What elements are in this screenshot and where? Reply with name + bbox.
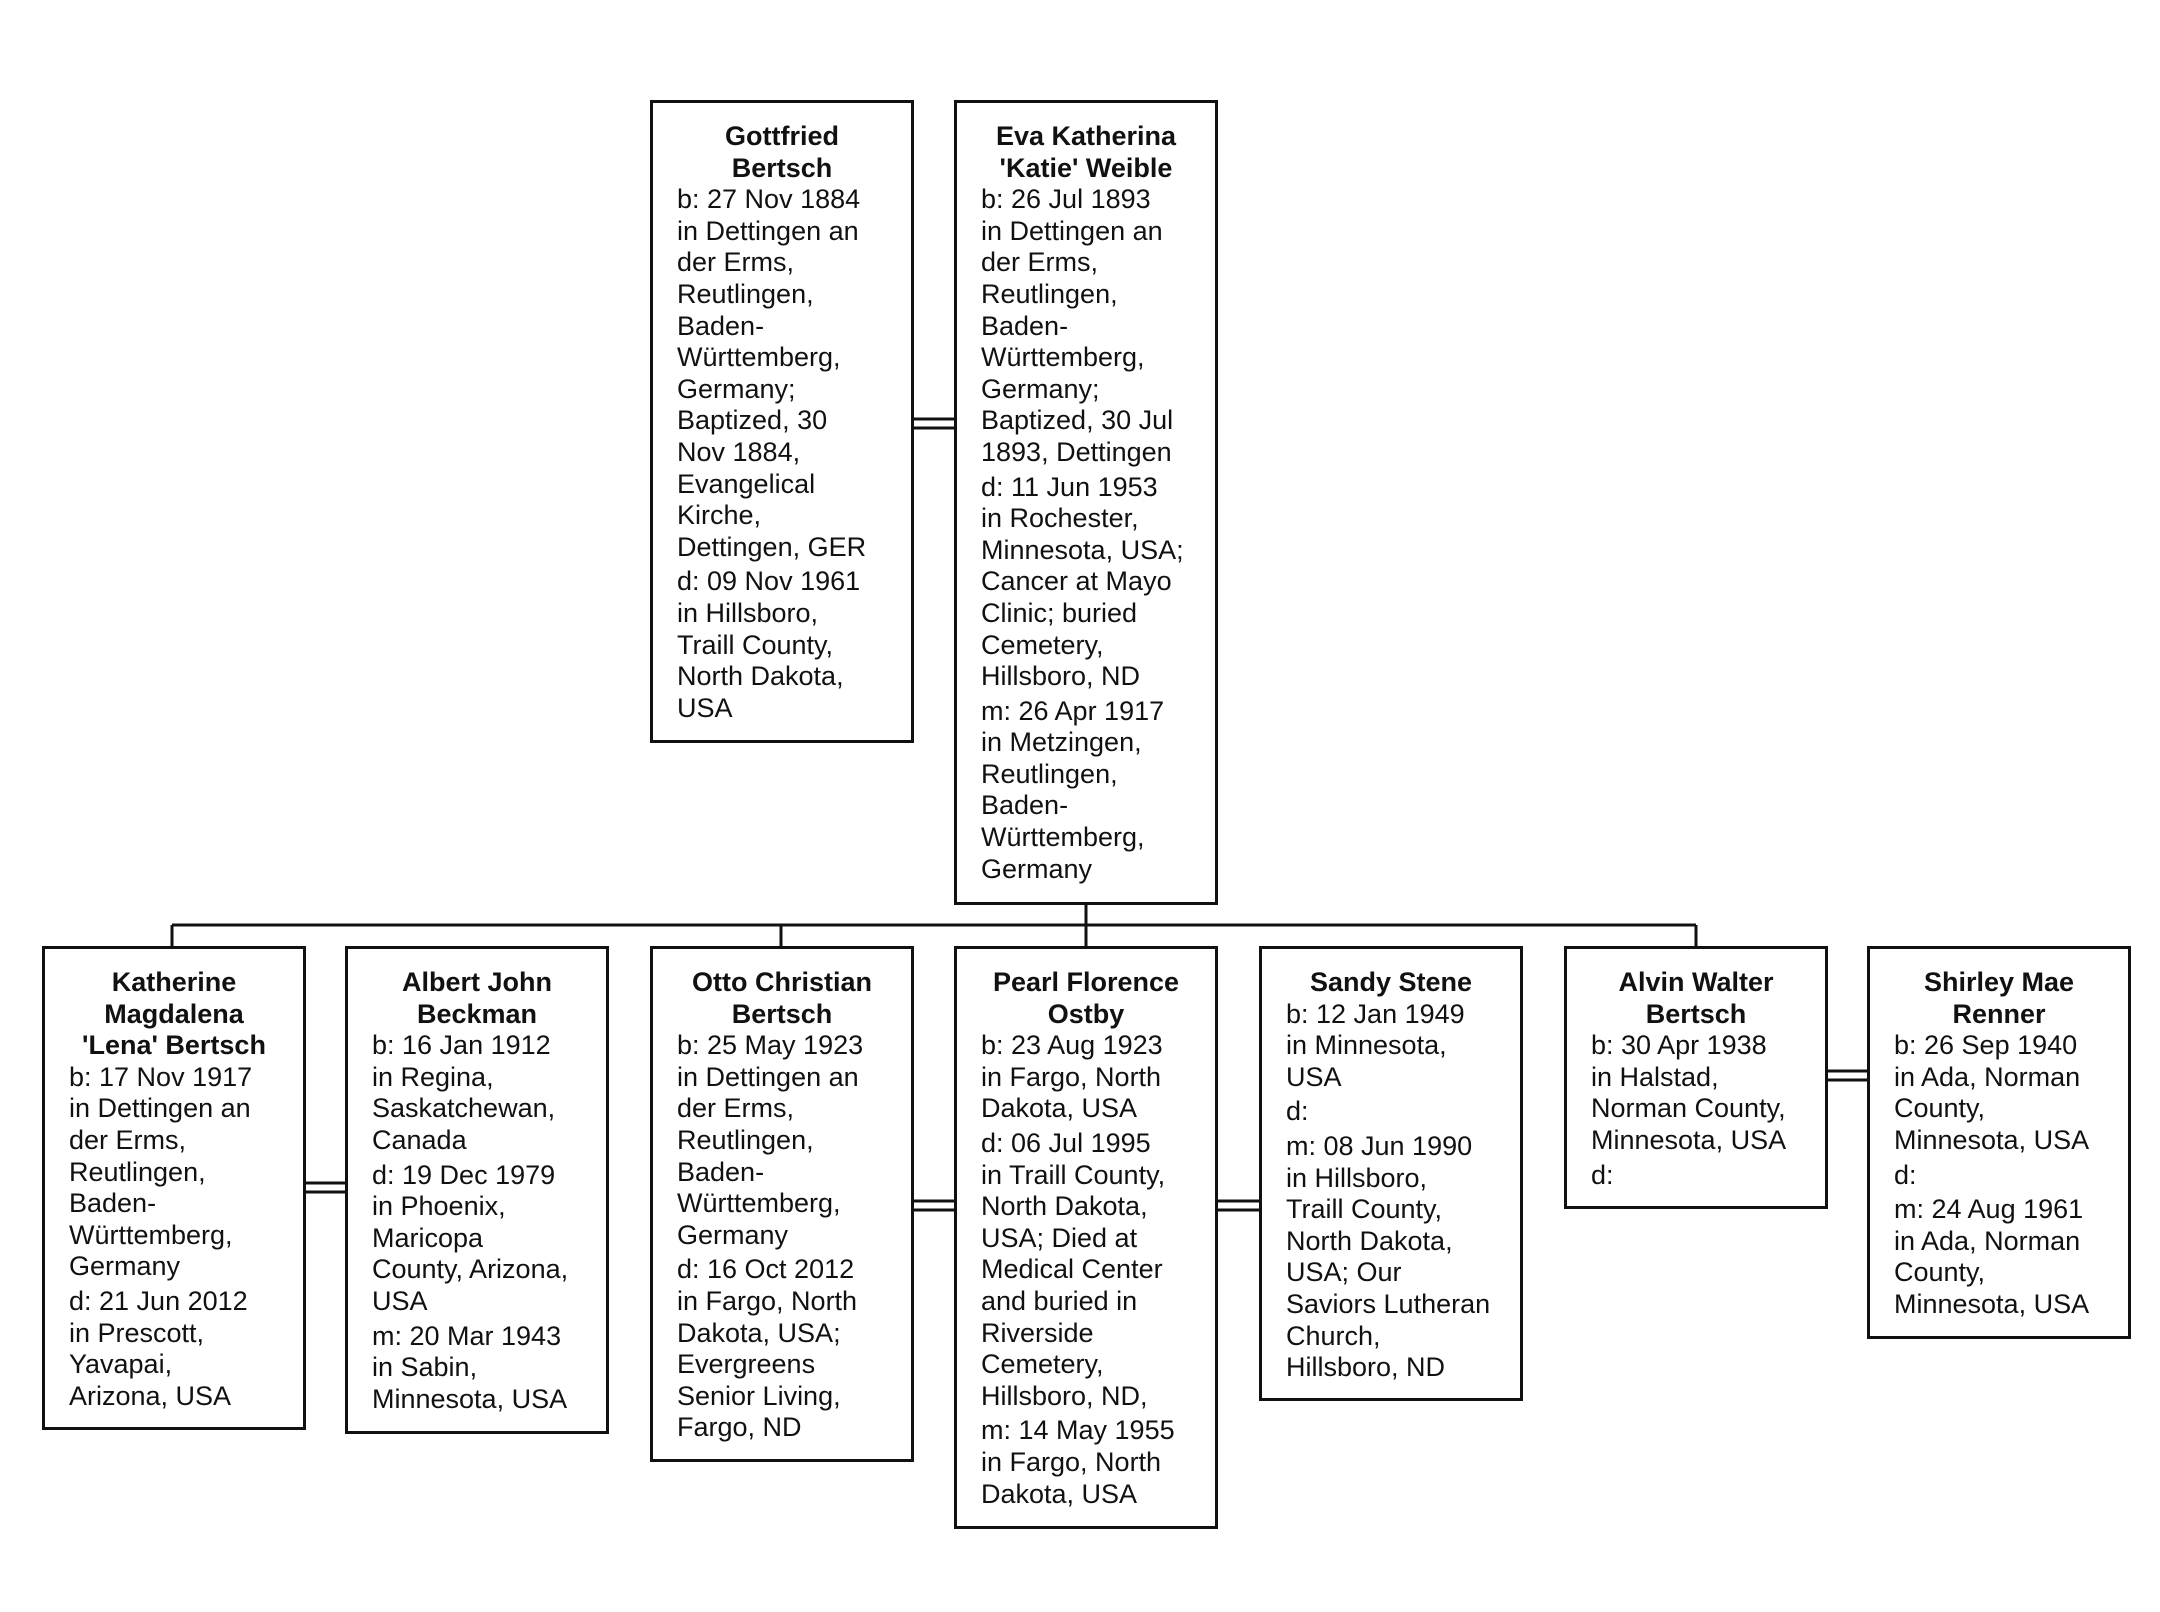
person-name: Gottfried Bertsch bbox=[725, 121, 839, 183]
person-fact: b: 16 Jan 1912 in Regina, Saskatchewan, … bbox=[372, 1030, 556, 1155]
person-fact: b: 30 Apr 1938 in Halstad, Norman County… bbox=[1591, 1030, 1787, 1155]
person-fact: d: bbox=[1286, 1096, 1309, 1127]
person-fact: d: 16 Oct 2012 in Fargo, North Dakota, U… bbox=[677, 1254, 858, 1443]
person-fact: m: 08 Jun 1990 in Hillsboro, Traill Coun… bbox=[1286, 1130, 1491, 1383]
person-fact: d: 09 Nov 1961 in Hillsboro, Traill Coun… bbox=[677, 566, 861, 723]
person-name: Pearl Florence Ostby bbox=[992, 967, 1180, 1029]
person-fact: d: 11 Jun 1953 in Rochester, Minnesota, … bbox=[981, 471, 1184, 692]
person-fact: m: 14 May 1955 in Fargo, North Dakota, U… bbox=[981, 1415, 1175, 1509]
person-fact: d: bbox=[1894, 1159, 1917, 1190]
person-name: Eva Katherina 'Katie' Weible bbox=[995, 121, 1177, 183]
person-fact: m: 26 Apr 1917 in Metzingen, Reutlingen,… bbox=[981, 695, 1165, 884]
person-fact: b: 26 Sep 1940 in Ada, Norman County, Mi… bbox=[1894, 1030, 2090, 1155]
person-fact: b: 25 May 1923 in Dettingen an der Erms,… bbox=[677, 1030, 864, 1250]
person-fact: d: 21 Jun 2012 in Prescott, Yavapai, Ari… bbox=[69, 1285, 248, 1411]
person-fact: b: 17 Nov 1917 in Dettingen an der Erms,… bbox=[69, 1061, 253, 1282]
person-fact: d: bbox=[1591, 1159, 1614, 1190]
person-fact: b: 12 Jan 1949 in Minnesota, USA bbox=[1286, 998, 1465, 1092]
person-name: Alvin Walter Bertsch bbox=[1618, 967, 1774, 1029]
person-fact: m: 24 Aug 1961 in Ada, Norman County, Mi… bbox=[1894, 1194, 2090, 1319]
person-name: Sandy Stene bbox=[1309, 967, 1473, 997]
person-fact: d: 19 Dec 1979 in Phoenix, Maricopa Coun… bbox=[372, 1159, 569, 1316]
person-name: Shirley Mae Renner bbox=[1923, 967, 2075, 1029]
person-fact: b: 27 Nov 1884 in Dettingen an der Erms,… bbox=[677, 184, 867, 562]
person-fact: b: 23 Aug 1923 in Fargo, North Dakota, U… bbox=[981, 1030, 1163, 1124]
person-name: Katherine Magdalena 'Lena' Bertsch bbox=[82, 967, 266, 1061]
person-name: Albert John Beckman bbox=[401, 967, 552, 1029]
person-name: Otto Christian Bertsch bbox=[692, 967, 872, 1029]
person-fact: b: 26 Jul 1893 in Dettingen an der Erms,… bbox=[981, 184, 1174, 467]
person-fact: m: 20 Mar 1943 in Sabin, Minnesota, USA bbox=[372, 1320, 568, 1414]
person-fact: d: 06 Jul 1995 in Traill County, North D… bbox=[981, 1127, 1166, 1411]
